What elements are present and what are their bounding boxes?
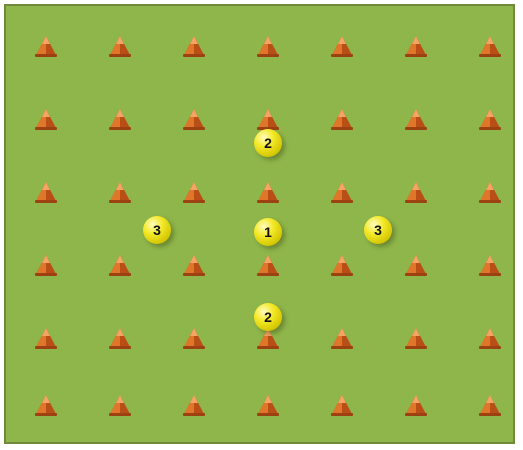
cone-icon	[330, 253, 354, 277]
cone-icon	[478, 393, 502, 417]
cone-icon	[108, 393, 132, 417]
cone-icon	[182, 393, 206, 417]
cone-icon	[182, 253, 206, 277]
player-marker-left[interactable]: 3	[143, 216, 171, 244]
cone-icon	[182, 326, 206, 350]
cone-icon	[182, 180, 206, 204]
cone-icon	[404, 253, 428, 277]
cone-icon	[108, 326, 132, 350]
cone-icon	[478, 107, 502, 131]
cone-icon	[330, 34, 354, 58]
cone-icon	[404, 107, 428, 131]
cone-icon	[478, 326, 502, 350]
cone-icon	[256, 107, 280, 131]
cone-icon	[34, 253, 58, 277]
cone-icon	[108, 107, 132, 131]
player-marker-center[interactable]: 1	[254, 218, 282, 246]
cone-icon	[256, 253, 280, 277]
cone-icon	[330, 326, 354, 350]
cone-icon	[330, 393, 354, 417]
cone-icon	[108, 180, 132, 204]
cone-icon	[34, 107, 58, 131]
cone-icon	[34, 180, 58, 204]
cone-icon	[330, 107, 354, 131]
cone-icon	[256, 180, 280, 204]
cone-icon	[478, 253, 502, 277]
training-field: 1 2 2 3 3	[4, 4, 515, 444]
cone-icon	[34, 393, 58, 417]
cone-icon	[478, 34, 502, 58]
player-marker-right[interactable]: 3	[364, 216, 392, 244]
cone-icon	[256, 34, 280, 58]
cone-icon	[404, 34, 428, 58]
cone-icon	[404, 326, 428, 350]
player-marker-bottom[interactable]: 2	[254, 303, 282, 331]
cone-icon	[182, 34, 206, 58]
cone-icon	[478, 180, 502, 204]
player-marker-top[interactable]: 2	[254, 129, 282, 157]
cone-icon	[108, 253, 132, 277]
cone-icon	[256, 393, 280, 417]
cone-icon	[182, 107, 206, 131]
cone-icon	[404, 180, 428, 204]
cone-icon	[404, 393, 428, 417]
cone-icon	[34, 34, 58, 58]
cone-icon	[34, 326, 58, 350]
cone-icon	[330, 180, 354, 204]
cone-icon	[108, 34, 132, 58]
